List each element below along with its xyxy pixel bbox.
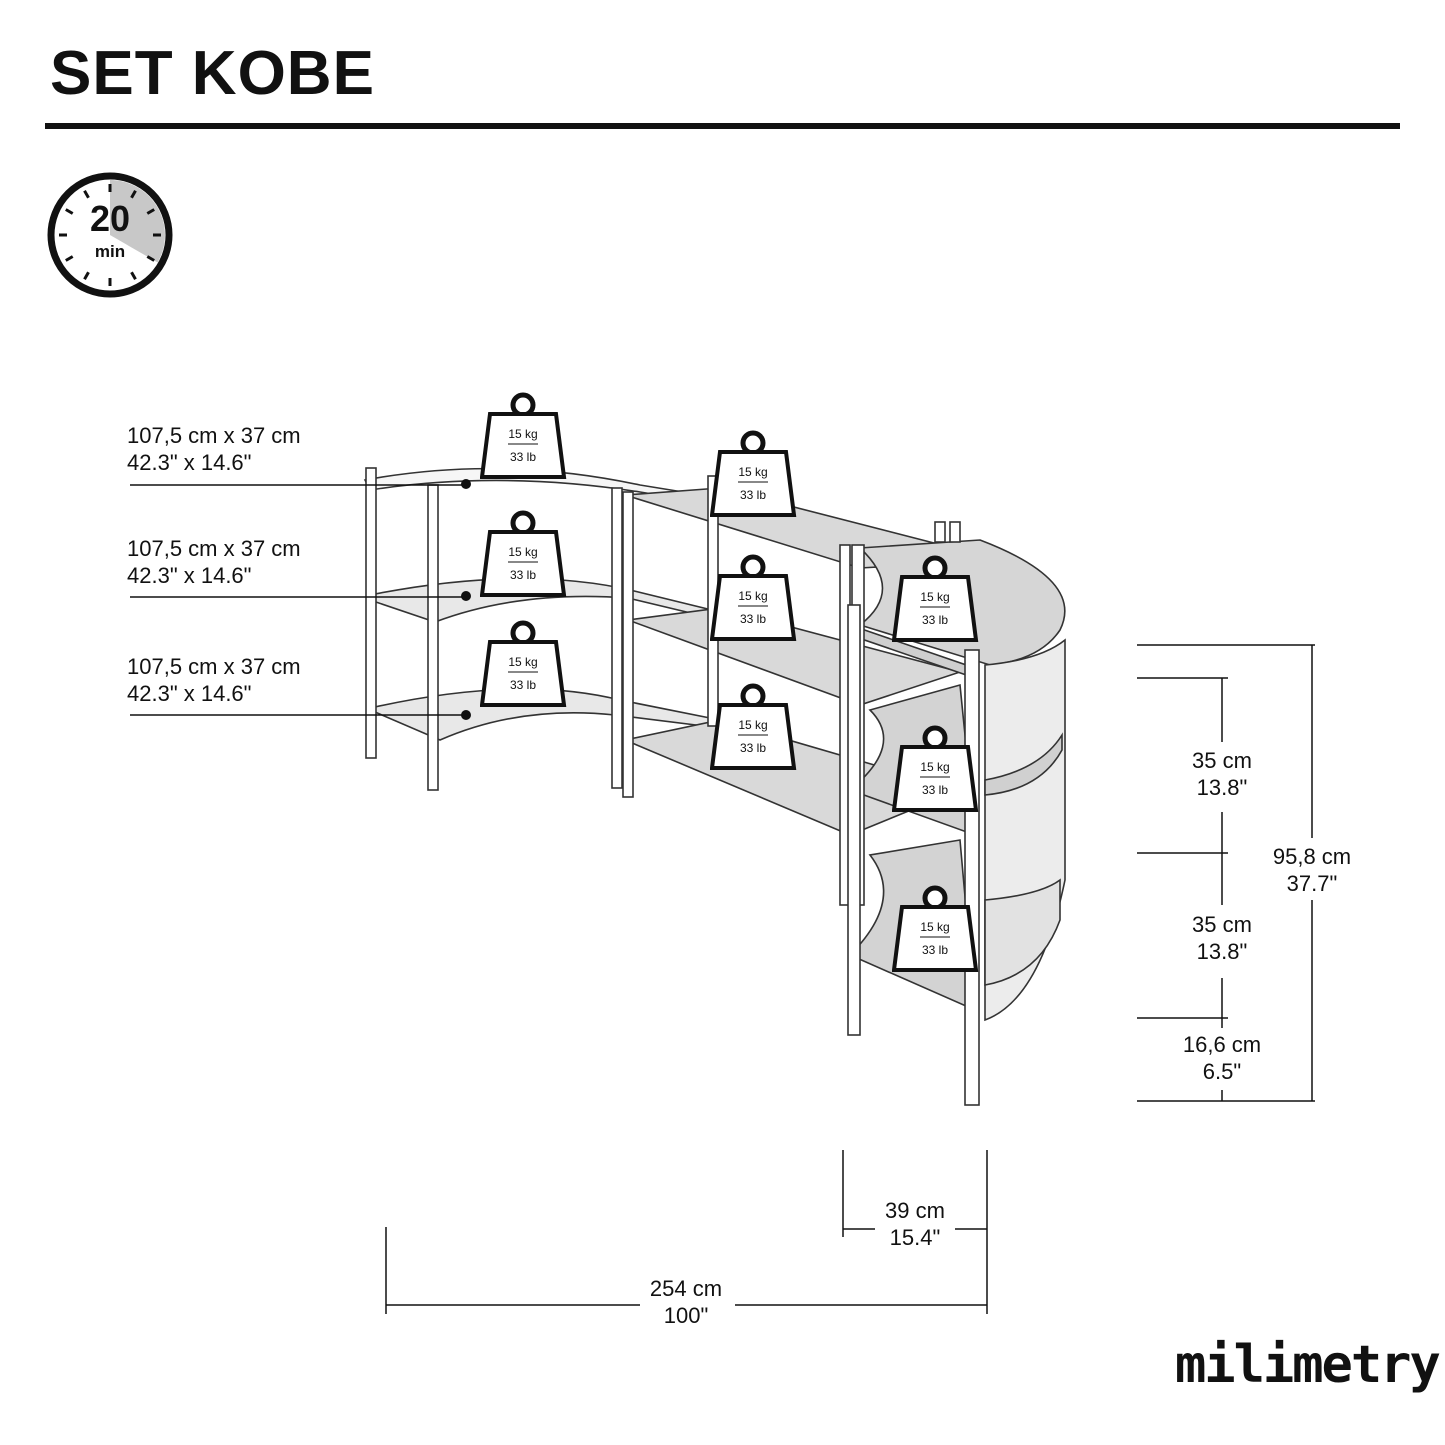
weight-icon (479, 392, 567, 479)
dimension-imperial: 15.4" (889, 1225, 941, 1250)
weight-kg: 15 kg (738, 465, 768, 479)
weight-capacity-icon: 15 kg 33 lb (709, 430, 800, 520)
clock-icon (47, 172, 173, 298)
brand-logo: milimetry (1175, 1335, 1441, 1395)
shelf-size-metric: 107,5 cm x 37 cm (127, 423, 301, 448)
weight-kg: 15 kg (738, 589, 768, 603)
weight-lb: 33 lb (509, 568, 537, 582)
dimension-metric: 35 cm (1192, 912, 1252, 937)
dimension-metric: 95,8 cm (1272, 844, 1352, 869)
weight-lb: 33 lb (739, 612, 767, 626)
weight-kg: 15 kg (738, 718, 768, 732)
weight-capacity-icon: 15 kg 33 lb (709, 554, 800, 644)
shelf-size-metric: 107,5 cm x 37 cm (127, 654, 301, 679)
weight-icon (891, 885, 979, 972)
weight-kg: 15 kg (920, 920, 950, 934)
leg-height-dimension: 16,6 cm 6.5" (1165, 1031, 1279, 1085)
weight-icon (709, 683, 797, 770)
shelf-gap-dimension: 35 cm 13.8" (1170, 747, 1274, 801)
weight-capacity-icon: 15 kg 33 lb (891, 885, 982, 975)
dimension-metric: 254 cm (649, 1276, 723, 1301)
weight-lb: 33 lb (921, 783, 949, 797)
shelf-size-label: 107,5 cm x 37 cm 42.3" x 14.6" (127, 535, 301, 589)
dimension-imperial: 6.5" (1202, 1059, 1242, 1084)
dimension-metric: 39 cm (885, 1198, 945, 1223)
dimension-imperial: 37.7" (1286, 871, 1338, 896)
weight-capacity-icon: 15 kg 33 lb (709, 683, 800, 773)
weight-lb: 33 lb (739, 741, 767, 755)
shelf-size-imperial: 42.3" x 14.6" (127, 681, 252, 706)
weight-capacity-icon: 15 kg 33 lb (891, 725, 982, 815)
width-dimension: 254 cm 100" (630, 1275, 742, 1329)
weight-kg: 15 kg (920, 760, 950, 774)
weight-kg: 15 kg (920, 590, 950, 604)
dimension-metric: 16,6 cm (1182, 1032, 1262, 1057)
assembly-time-unit: min (94, 242, 126, 261)
page-title: SET KOBE (50, 39, 375, 108)
title-divider (45, 123, 1400, 129)
assembly-time-value: 20 (89, 198, 131, 239)
weight-kg: 15 kg (508, 545, 538, 559)
weight-icon (709, 430, 797, 517)
shelf-size-metric: 107,5 cm x 37 cm (127, 536, 301, 561)
shelf-gap-dimension: 35 cm 13.8" (1170, 911, 1274, 965)
weight-lb: 33 lb (921, 613, 949, 627)
weight-icon (479, 510, 567, 597)
weight-kg: 15 kg (508, 655, 538, 669)
weight-lb: 33 lb (921, 943, 949, 957)
weight-kg: 15 kg (508, 427, 538, 441)
dimension-imperial: 13.8" (1196, 939, 1248, 964)
weight-capacity-icon: 15 kg 33 lb (891, 555, 982, 645)
weight-capacity-icon: 15 kg 33 lb (479, 510, 570, 600)
assembly-time-icon: 20 min (45, 170, 175, 300)
shelf-size-imperial: 42.3" x 14.6" (127, 563, 252, 588)
weight-icon (709, 554, 797, 641)
dimension-metric: 35 cm (1192, 748, 1252, 773)
weight-capacity-icon: 15 kg 33 lb (479, 620, 570, 710)
shelf-size-imperial: 42.3" x 14.6" (127, 450, 252, 475)
depth-dimension: 39 cm 15.4" (860, 1197, 970, 1251)
shelf-size-label: 107,5 cm x 37 cm 42.3" x 14.6" (127, 653, 301, 707)
weight-icon (479, 620, 567, 707)
weight-icon (891, 725, 979, 812)
weight-capacity-icon: 15 kg 33 lb (479, 392, 570, 482)
shelf-size-label: 107,5 cm x 37 cm 42.3" x 14.6" (127, 422, 301, 476)
weight-lb: 33 lb (739, 488, 767, 502)
weight-lb: 33 lb (509, 450, 537, 464)
weight-lb: 33 lb (509, 678, 537, 692)
weight-icon (891, 555, 979, 642)
dimension-imperial: 13.8" (1196, 775, 1248, 800)
dimension-imperial: 100" (663, 1303, 709, 1328)
total-height-dimension: 95,8 cm 37.7" (1255, 843, 1369, 897)
